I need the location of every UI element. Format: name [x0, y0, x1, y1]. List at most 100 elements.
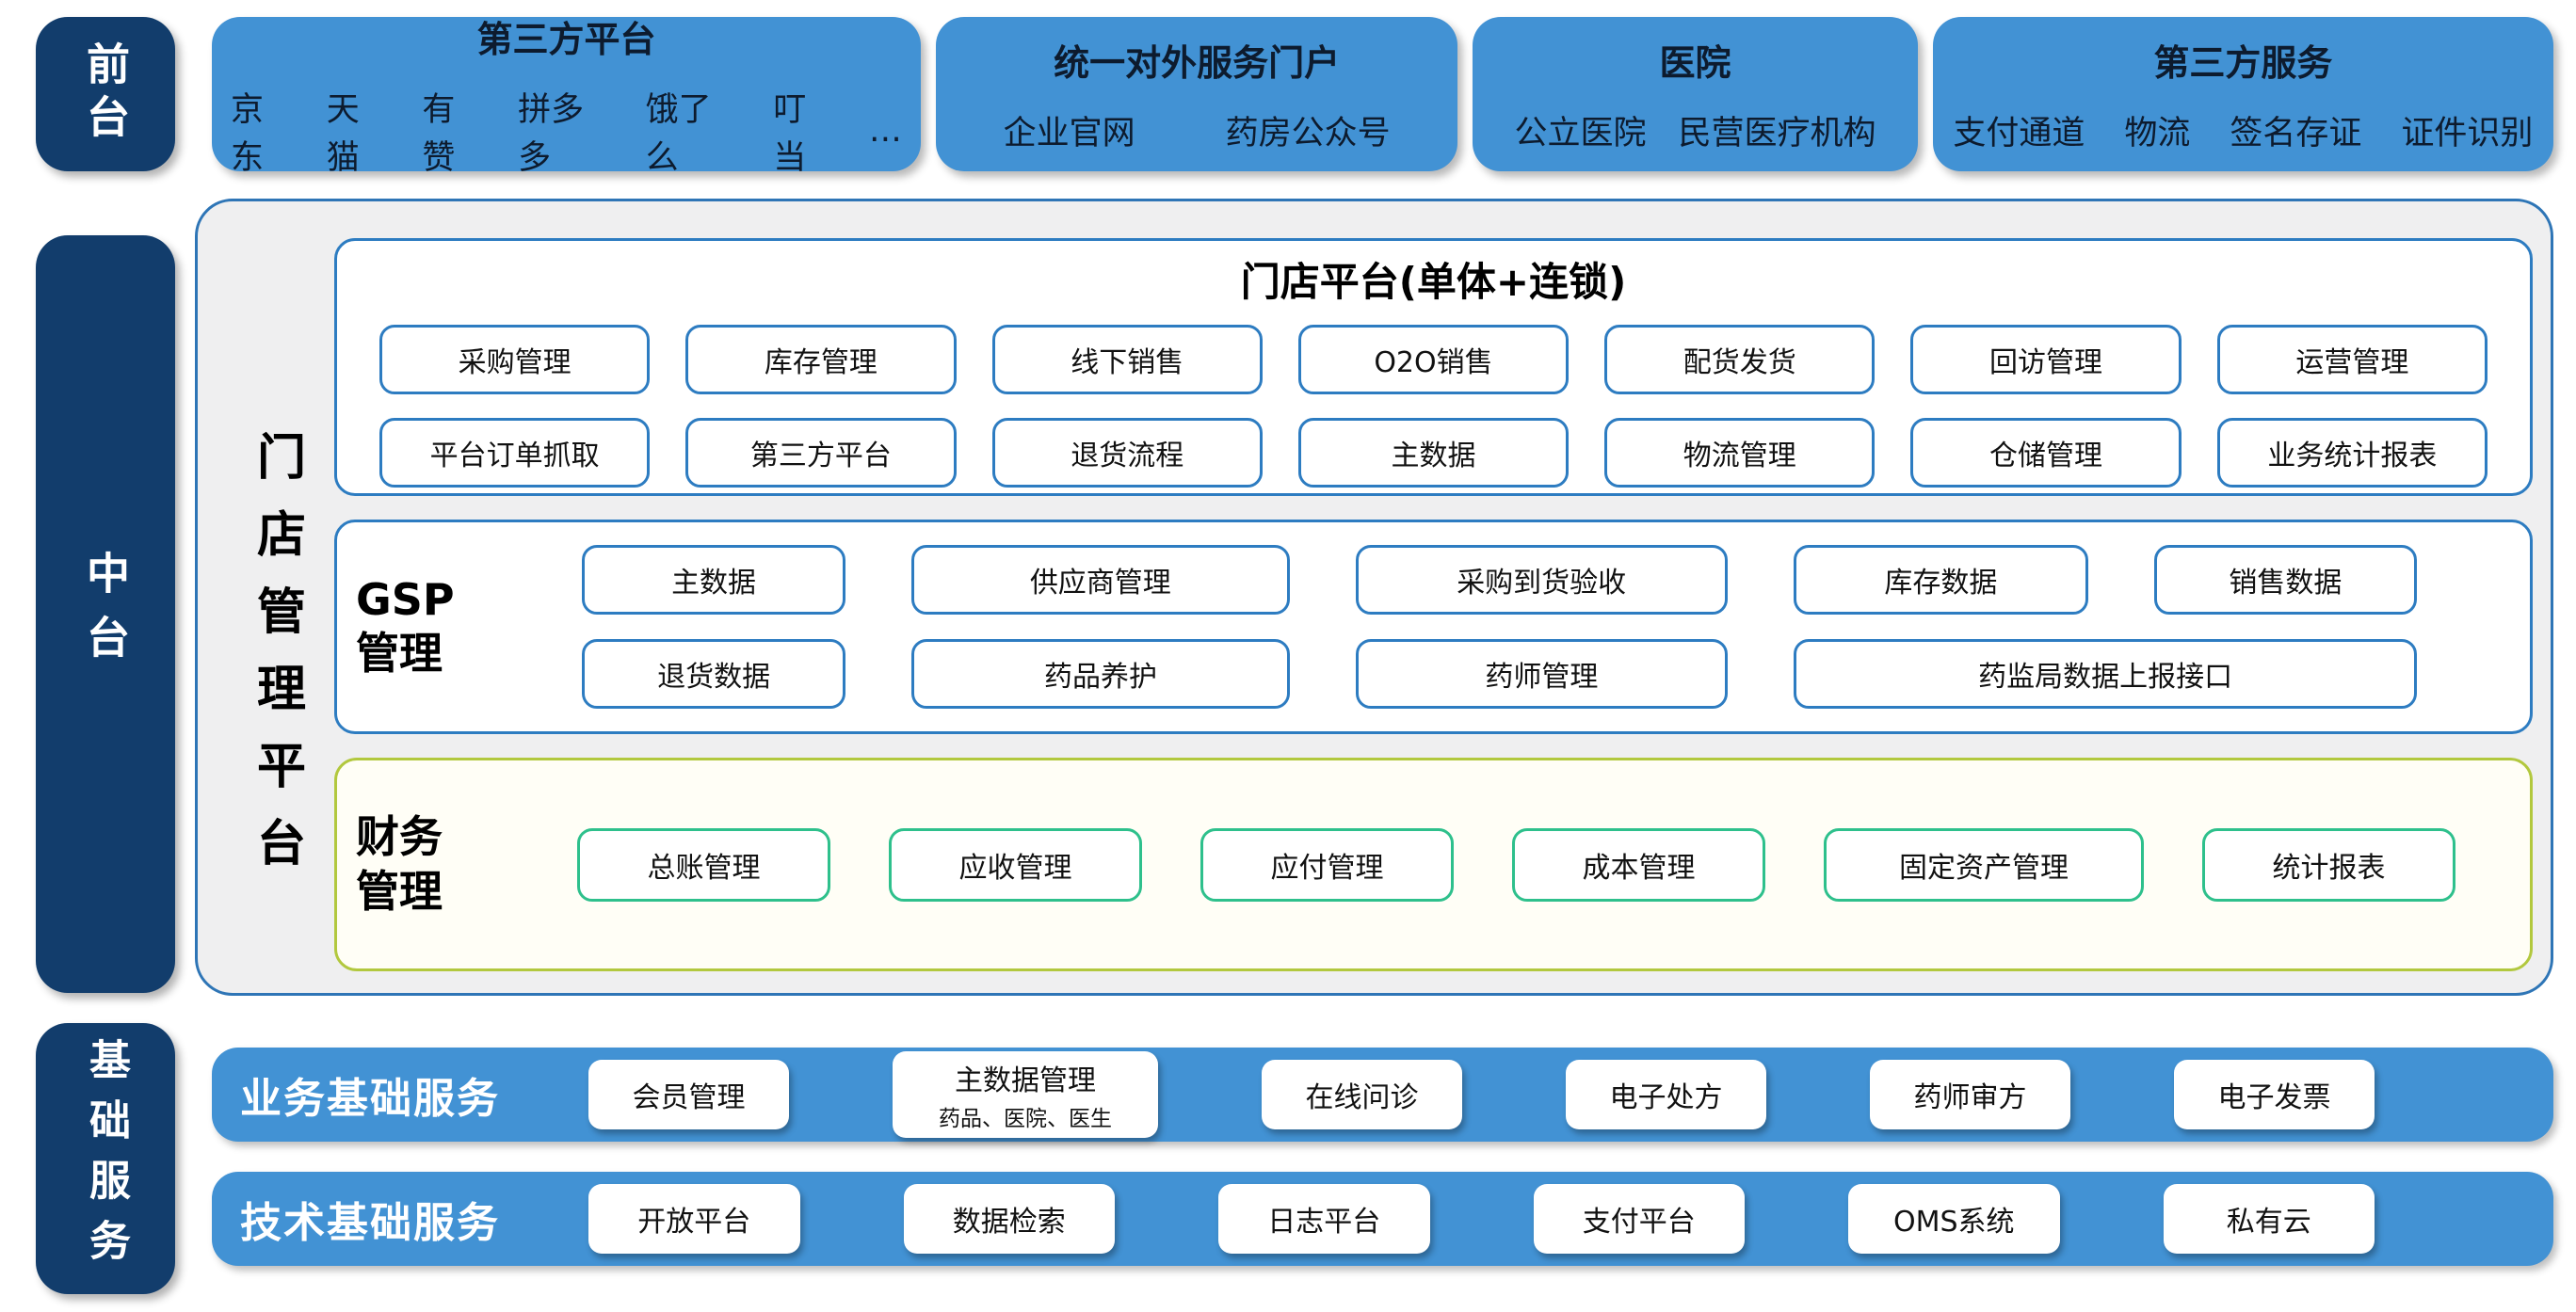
front-group-item: 物流	[2124, 115, 2191, 152]
store-platform-module: 平台订单抓取	[379, 418, 651, 488]
front-group-items: 支付通道 物流 签名存证 证件识别	[1952, 106, 2535, 154]
store-platform-row-2: 平台订单抓取第三方平台退货流程主数据物流管理仓储管理业务统计报表	[379, 418, 2487, 488]
finance-module: 成本管理	[1512, 827, 1765, 902]
front-layer-groups: 第三方平台 京东天猫有赞拼多多饿了么叮当… 统一对外服务门户 企业官网 药房公众号…	[212, 17, 2553, 177]
base-service-sublabel: 药品、医院、医生	[938, 1107, 1112, 1131]
store-platform-module: 运营管理	[2216, 325, 2487, 394]
base-service-label: 开放平台	[637, 1206, 751, 1239]
gsp-row-1: 主数据供应商管理采购到货验收库存数据销售数据	[582, 545, 2417, 615]
front-group-item: 叮当	[773, 90, 807, 177]
store-platform-module: 业务统计报表	[2216, 418, 2487, 488]
store-platform-module: 线下销售	[991, 325, 1263, 394]
front-group-title: 第三方平台	[476, 18, 656, 60]
finance-module: 总账管理	[577, 827, 830, 902]
front-group-title: 第三方服务	[2153, 42, 2333, 84]
base-service-label: 电子处方	[1609, 1081, 1723, 1114]
finance-label-line2: 管理	[356, 865, 443, 917]
gsp-module: 药监局数据上报接口	[1794, 639, 2417, 709]
base-service-box: 药师审方	[1870, 1060, 2071, 1129]
front-group-item: 证件识别	[2401, 115, 2534, 152]
front-group-item: 饿了么	[645, 90, 712, 177]
store-platform-rows: 采购管理库存管理线下销售 O2O销售配货发货回访管理运营管理 平台订单抓取第三方平…	[337, 308, 2530, 488]
store-platform-row-1: 采购管理库存管理线下销售 O2O销售配货发货回访管理运营管理	[379, 325, 2487, 394]
base-service-label: 电子发票	[2217, 1081, 2331, 1114]
base-service-label: 会员管理	[632, 1081, 746, 1114]
front-group-item: 企业官网	[1003, 115, 1135, 152]
front-group-items: 公立医院民营医疗机构	[1491, 106, 1899, 154]
front-group-item: 药房公众号	[1225, 115, 1391, 152]
front-group-item: 京东	[231, 90, 265, 177]
store-platform-module: 物流管理	[1604, 418, 1876, 488]
base-service-label: 药师审方	[1913, 1081, 2027, 1114]
finance-module: 应收管理	[889, 827, 1142, 902]
gsp-module: 采购到货验收	[1355, 545, 1728, 615]
front-group-items: 京东天猫有赞拼多多饿了么叮当…	[231, 83, 902, 179]
finance-row: 总账管理应收管理应付管理成本管理固定资产管理统计报表	[577, 827, 2456, 902]
tech-base-services-bar: 技术基础服务 开放平台 数据检索 日志平台 支付平台 OMS	[212, 1172, 2553, 1266]
store-platform-module: 退货流程	[991, 418, 1263, 488]
store-platform-module: 回访管理	[1910, 325, 2182, 394]
base-service-box: 开放平台	[588, 1184, 800, 1254]
base-service-label: 私有云	[2226, 1206, 2311, 1239]
base-service-box: 电子处方	[1565, 1060, 1766, 1129]
store-platform-module: 采购管理	[379, 325, 651, 394]
store-platform-module: 仓储管理	[1910, 418, 2182, 488]
gsp-module: 药品养护	[911, 639, 1290, 709]
base-service-label: 主数据管理	[954, 1064, 1096, 1097]
tech-base-services-label: 技术基础服务	[240, 1199, 500, 1247]
finance-module: 固定资产管理	[1824, 827, 2145, 902]
store-platform-module: 第三方平台	[685, 418, 957, 488]
store-platform-module: 主数据	[1297, 418, 1570, 488]
gsp-module: 库存数据	[1793, 545, 2088, 615]
store-platform-section: 门店平台(单体+连锁) 采购管理库存管理线下销售 O2O销售配货发货回访管理运营管…	[334, 238, 2533, 496]
front-group-title: 统一对外服务门户	[1054, 42, 1341, 84]
front-layer-label: 前台	[36, 17, 175, 171]
front-group-item: 签名存证	[2230, 115, 2362, 152]
finance-module: 应付管理	[1200, 827, 1454, 902]
gsp-label-line2: 管理	[356, 628, 443, 679]
front-group-items: 企业官网 药房公众号	[955, 106, 1439, 154]
front-group-hospital: 医院 公立医院民营医疗机构	[1473, 17, 1918, 171]
tech-base-services-items: 开放平台 数据检索 日志平台 支付平台 OMS系统	[588, 1184, 2375, 1254]
base-service-box: 支付平台	[1533, 1184, 1745, 1254]
gsp-module: 供应商管理	[911, 545, 1290, 615]
front-group-item: 有赞	[422, 90, 456, 177]
finance-section-label: 财务 管理	[356, 810, 577, 919]
gsp-rows: 主数据供应商管理采购到货验收库存数据销售数据 退货数据药品养护药师管理药监局数据…	[582, 545, 2417, 709]
store-platform-module: 配货发货	[1604, 325, 1876, 394]
base-service-box: 私有云	[2163, 1184, 2375, 1254]
base-service-box: 主数据管理 药品、医院、医生	[893, 1051, 1158, 1138]
business-base-services-label: 业务基础服务	[240, 1075, 500, 1123]
base-service-label: 日志平台	[1267, 1206, 1381, 1239]
front-group-unified-portal: 统一对外服务门户 企业官网 药房公众号	[935, 17, 1458, 171]
store-platform-module: 库存管理	[685, 325, 957, 394]
gsp-module: 药师管理	[1355, 639, 1729, 709]
front-group-item: 支付通道	[1953, 115, 2085, 152]
finance-label-line1: 财务	[356, 811, 443, 862]
base-service-box: OMS系统	[1848, 1184, 2060, 1254]
front-group-item: 拼多多	[518, 90, 585, 177]
base-service-box: 数据检索	[903, 1184, 1115, 1254]
business-base-services-bar: 业务基础服务 会员管理 主数据管理 药品、医院、医生 在线问诊 电子处方	[212, 1048, 2553, 1142]
base-layer-label: 基础服务	[36, 1023, 175, 1294]
base-service-label: 在线问诊	[1305, 1081, 1419, 1114]
base-service-box: 在线问诊	[1261, 1060, 1462, 1129]
base-service-label: 数据检索	[952, 1206, 1066, 1239]
store-platform-title: 门店平台(单体+连锁)	[1240, 259, 1627, 305]
gsp-module: 销售数据	[2153, 545, 2417, 615]
base-service-box: 电子发票	[2174, 1060, 2375, 1129]
gsp-section: GSP 管理 主数据供应商管理采购到货验收库存数据销售数据 退货数据药品养护药师…	[334, 520, 2533, 734]
base-service-box: 会员管理	[588, 1060, 790, 1129]
gsp-section-label: GSP 管理	[356, 573, 582, 681]
gsp-module: 退货数据	[582, 639, 846, 709]
front-group-item: 民营医疗机构	[1678, 115, 1876, 152]
base-service-label: OMS系统	[1892, 1206, 2015, 1239]
finance-module: 统计报表	[2202, 827, 2456, 902]
front-group-third-party-platform: 第三方平台 京东天猫有赞拼多多饿了么叮当…	[212, 17, 921, 177]
front-group-title: 医院	[1659, 42, 1731, 84]
middle-layer-label: 中台	[36, 235, 175, 993]
store-platform-module: O2O销售	[1297, 325, 1570, 394]
base-service-box: 日志平台	[1218, 1184, 1430, 1254]
gsp-module: 主数据	[582, 545, 846, 615]
